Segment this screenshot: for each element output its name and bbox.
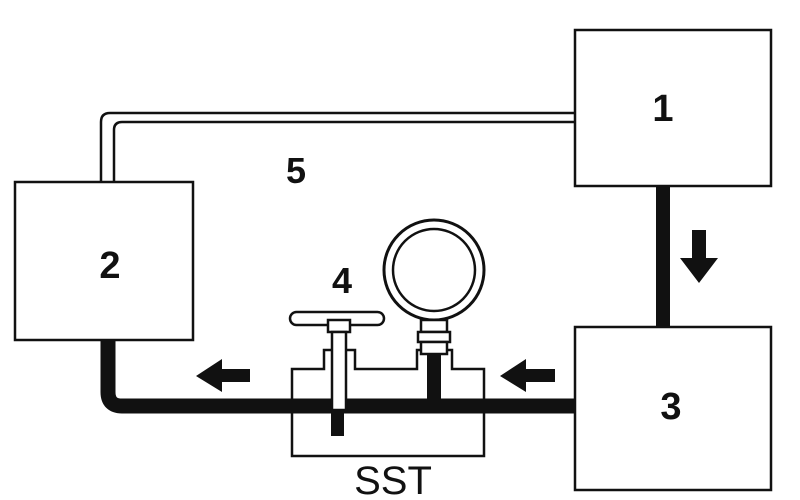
pressure-gauge-icon	[382, 218, 486, 406]
flow-arrow-left-icon	[196, 359, 250, 392]
component-3-box	[573, 325, 773, 492]
return-line-5	[99, 111, 575, 182]
valve-handle-icon	[288, 310, 386, 436]
pipe-3-to-2	[100, 340, 575, 414]
component-4-label: 4	[332, 260, 352, 301]
flow-arrow-left-icon	[500, 359, 555, 392]
sst-label: SST	[354, 459, 432, 500]
component-3-label: 3	[660, 386, 681, 428]
component-5-label: 5	[286, 150, 306, 191]
component-2-box	[13, 180, 195, 342]
component-1-label: 1	[652, 88, 673, 130]
component-1-box	[573, 28, 773, 188]
component-2-label: 2	[99, 245, 120, 287]
flow-arrow-down-icon	[680, 230, 718, 283]
